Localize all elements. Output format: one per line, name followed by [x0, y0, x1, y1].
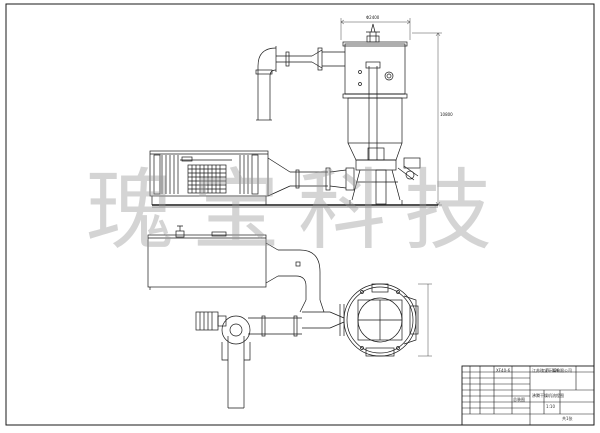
plan-dimension [418, 283, 432, 357]
dryer-plan [329, 283, 419, 357]
title-block-small-label-mid: FL-120 [546, 368, 560, 373]
title-block-small-label-left: XF40-6 [496, 368, 511, 373]
exhaust-duct [255, 46, 345, 121]
dryer-column [342, 23, 421, 205]
fan-motor [195, 311, 302, 409]
air-heater-box [149, 150, 291, 205]
plan-view [147, 225, 432, 409]
title-block [461, 365, 595, 426]
title-block-drawing-no: 总装图 [513, 397, 525, 402]
title-block-company: 江苏瑰宝干燥有限公司 [532, 368, 572, 373]
title-block-drawing-name: 沸腾干燥机流程图 [532, 393, 564, 398]
drawing-border [5, 3, 595, 426]
elevation-view [149, 18, 442, 208]
height-dimension [340, 18, 442, 206]
dimension-top-width: Φ2400 [366, 15, 380, 20]
title-block-sheet-code: 共1张 [562, 416, 573, 421]
hot-air-duct [290, 167, 355, 191]
heater-plan [147, 225, 279, 290]
dimension-height: 10800 [440, 112, 453, 117]
u-bend-duct [278, 249, 330, 329]
title-block-scale: 1:10 [546, 404, 555, 409]
